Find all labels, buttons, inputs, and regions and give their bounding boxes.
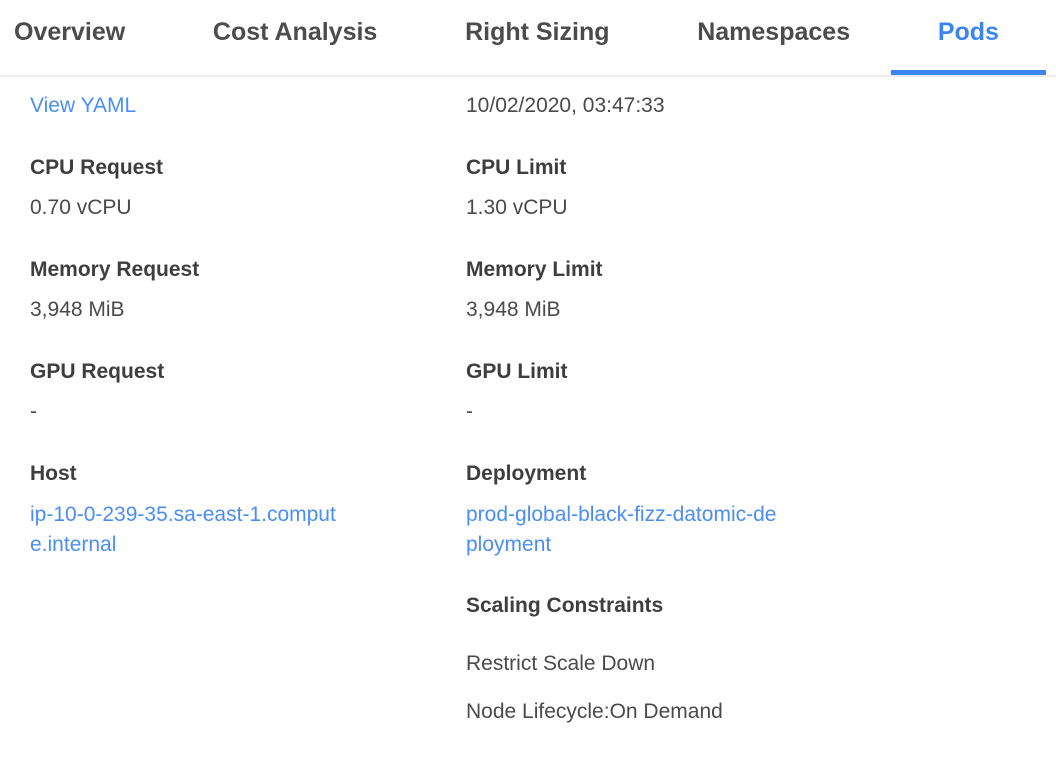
field-deployment: Deployment prod-global-black-fizz-datomi… — [466, 460, 1056, 560]
scaling-constraints-heading: Scaling Constraints — [466, 594, 664, 617]
tab-cost-analysis[interactable]: Cost Analysis — [213, 0, 377, 75]
tab-namespaces[interactable]: Namespaces — [697, 0, 850, 75]
field-label: CPU Limit — [466, 156, 567, 179]
field-gpu-request: GPU Request - — [30, 358, 466, 425]
field-label: GPU Limit — [466, 360, 568, 383]
deployment-link[interactable]: prod-global-black-fizz-datomic-deploymen… — [466, 503, 777, 556]
field-value: 0.70 vCPU — [30, 196, 132, 219]
tab-right-sizing[interactable]: Right Sizing — [465, 0, 609, 75]
pod-details-content: View YAML CPU Request 0.70 vCPU Memory R… — [0, 77, 1056, 725]
field-memory-limit: Memory Limit 3,948 MiB — [466, 256, 1056, 323]
field-memory-request: Memory Request 3,948 MiB — [30, 256, 466, 323]
field-value: ip-10-0-239-35.sa-east-1.compute.interna… — [30, 500, 352, 560]
field-label: GPU Request — [30, 360, 165, 383]
scaling-constraint-node-lifecycle: Node Lifecycle:On Demand — [466, 700, 723, 723]
tab-pods[interactable]: Pods — [890, 0, 1047, 75]
view-yaml-row: View YAML — [30, 92, 466, 119]
field-value: - — [466, 400, 473, 423]
field-label: Memory Limit — [466, 258, 603, 281]
field-cpu-limit: CPU Limit 1.30 vCPU — [466, 154, 1056, 221]
timestamp: 10/02/2020, 03:47:33 — [466, 94, 665, 117]
host-link[interactable]: ip-10-0-239-35.sa-east-1.compute.interna… — [30, 503, 336, 556]
scaling-constraint-restrict-scale-down: Restrict Scale Down — [466, 652, 656, 675]
field-value: prod-global-black-fizz-datomic-deploymen… — [466, 500, 788, 560]
field-gpu-limit: GPU Limit - — [466, 358, 1056, 425]
field-label: Deployment — [466, 462, 587, 485]
tab-overview[interactable]: Overview — [14, 0, 125, 75]
field-cpu-request: CPU Request 0.70 vCPU — [30, 154, 466, 221]
view-yaml-link[interactable]: View YAML — [30, 94, 137, 117]
right-column: 10/02/2020, 03:47:33 CPU Limit 1.30 vCPU… — [466, 77, 1056, 725]
field-label: Memory Request — [30, 258, 200, 281]
field-host: Host ip-10-0-239-35.sa-east-1.compute.in… — [30, 460, 466, 560]
field-label: CPU Request — [30, 156, 164, 179]
field-value: 1.30 vCPU — [466, 196, 568, 219]
field-value: 3,948 MiB — [466, 298, 561, 321]
left-column: View YAML CPU Request 0.70 vCPU Memory R… — [30, 77, 466, 560]
field-value: 3,948 MiB — [30, 298, 125, 321]
field-value: - — [30, 400, 37, 423]
field-label: Host — [30, 462, 77, 485]
tab-bar: Overview Cost Analysis Right Sizing Name… — [0, 0, 1056, 77]
